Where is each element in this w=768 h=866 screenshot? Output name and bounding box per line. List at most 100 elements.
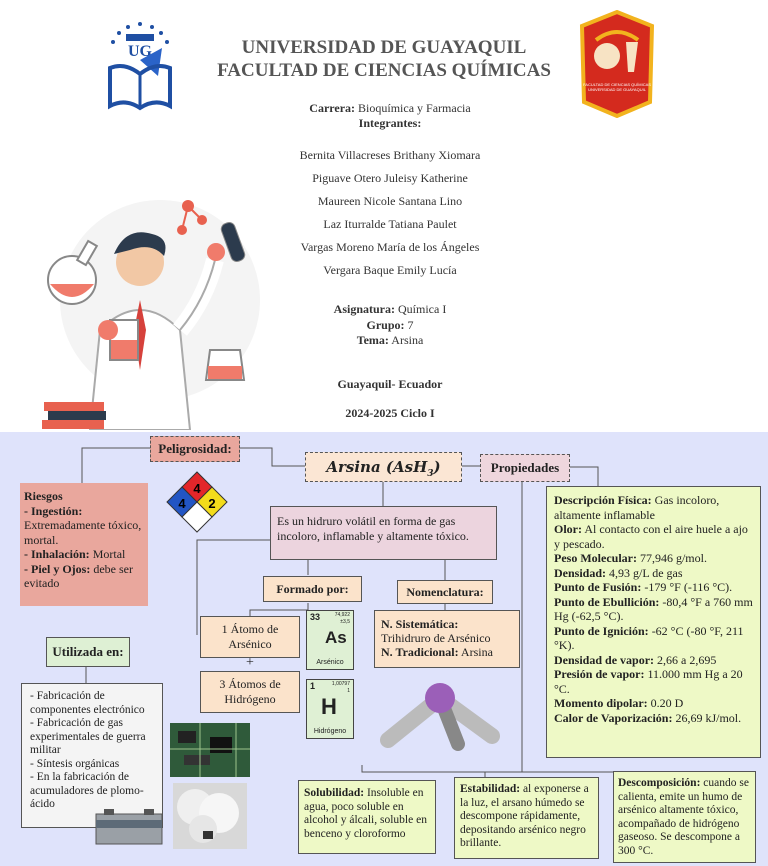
- subject-value: Química I: [398, 302, 447, 316]
- hydrogen-tile: 1 1,00797 1 H Hidrógeno: [306, 679, 354, 739]
- prop-label: Presión de vapor:: [554, 667, 645, 681]
- properties-box: Descripción Física: Gas incoloro, altame…: [546, 486, 761, 758]
- use-item: - Fabricación de gas experimentales de g…: [30, 717, 146, 756]
- prop-label: Olor:: [554, 522, 582, 536]
- as-mass: 74,922: [334, 612, 350, 618]
- career-line: Carrera: Bioquímica y Farmacia: [240, 101, 540, 115]
- prop-value: -179 °F (-116 °C).: [644, 580, 733, 594]
- nfpa-flammability: 4: [178, 496, 186, 511]
- prop-label: Descripción Física:: [554, 493, 652, 507]
- nomenclature-trad-value: Arsina: [460, 645, 493, 659]
- prop-value: 0.20 D: [650, 696, 684, 710]
- header-title: UNIVERSIDAD DE GUAYAQUIL FACULTAD DE CIE…: [160, 36, 608, 82]
- faculty-logo: FACULTAD DE CIENCIAS QUÍMICAS UNIVERSIDA…: [578, 10, 656, 118]
- scientist-illustration: [30, 190, 270, 430]
- solubility-label: Solubilidad:: [304, 787, 365, 799]
- decomposition-box: Descomposición: cuando se calienta, emit…: [613, 771, 756, 863]
- prop-item: Descripción Física: Gas incoloro, altame…: [554, 493, 753, 522]
- solubility-box: Solubilidad: Insoluble en agua, poco sol…: [298, 780, 436, 854]
- risks-box: Riesgos - Ingestión: Extremadamente tóxi…: [20, 483, 148, 606]
- h-symbol: H: [321, 694, 337, 719]
- prop-label: Calor de Vaporización:: [554, 710, 673, 725]
- career-label: Carrera:: [309, 101, 356, 115]
- risk-item: - Inhalación: Mortal: [24, 547, 144, 562]
- cover-section: UG UNIVERSIDAD DE GUAYAQUIL FACULTAD DE …: [0, 0, 768, 432]
- risk-value: Extremadamente tóxico, mortal.: [24, 518, 142, 547]
- prop-value: 11.000 mm Hg a 20 °C.: [554, 667, 743, 696]
- map-title: Arsina (AsH3): [305, 452, 462, 482]
- prop-value: Gas incoloro, altamente inflamable: [554, 493, 720, 522]
- stability-box: Estabilidad: al exponerse a la luz, el a…: [454, 777, 599, 859]
- h-mass: 1,00797: [331, 681, 350, 687]
- title-main: Arsina (AsH: [326, 458, 428, 476]
- properties-label: Propiedades: [480, 454, 570, 482]
- prop-item: Densidad de vapor: 2,66 a 2,695: [554, 653, 753, 668]
- topic-value: Arsina: [391, 333, 424, 347]
- prop-label: Peso Molecular:: [554, 551, 637, 565]
- prop-item: Olor: Al contacto con el aire huele a aj…: [554, 522, 753, 551]
- prop-label: Momento dipolar:: [554, 696, 648, 710]
- hazard-label: Peligrosidad:: [150, 436, 240, 462]
- place: Guayaquil- Ecuador: [337, 377, 443, 391]
- prop-item: Momento dipolar: 0.20 D: [554, 696, 753, 711]
- prop-item: Presión de vapor: 11.000 mm Hg a 20 °C.: [554, 667, 753, 696]
- member-3: Maureen Nicole Santana Lino: [317, 194, 463, 208]
- member-2: Piguave Otero Juleisy Katherine: [312, 171, 468, 185]
- h-name: Hidrógeno: [313, 728, 347, 735]
- prop-label: Punto de Fusión:: [554, 580, 642, 594]
- prop-item: Calor de Vaporización: 26,69 kJ/mol.: [554, 711, 753, 726]
- battery-image: [94, 806, 164, 846]
- topic-label: Tema:: [356, 333, 389, 347]
- risk-label: - Inhalación:: [24, 547, 90, 561]
- prop-item: Peso Molecular: 77,946 g/mol.: [554, 551, 753, 566]
- prop-value: 26,69 kJ/mol.: [675, 710, 742, 725]
- nomenclature-trad-label: N. Tradicional:: [381, 645, 459, 659]
- nfpa-diamond-icon: 4 4 2: [165, 470, 229, 534]
- prop-value: 2,66 a 2,695: [657, 652, 717, 667]
- career-value: Bioquímica y Farmacia: [358, 101, 471, 115]
- prop-label: Punto de Ebullición:: [554, 594, 660, 609]
- risk-label: - Ingestión:: [24, 503, 83, 518]
- stability-value: al exponerse a la luz, el arsano húmedo …: [460, 783, 589, 849]
- nomenclature-label: Nomenclatura:: [397, 580, 493, 604]
- circuit-board-image: [170, 723, 250, 777]
- risk-item: - Piel y Ojos: debe ser evitado: [24, 562, 144, 591]
- member-6: Vergara Baque Emily Lucía: [323, 263, 457, 277]
- arsenic-tile: 33 74,922 ±3,5 As Arsénico: [306, 610, 354, 670]
- title-close: ): [433, 458, 441, 476]
- prop-value: Al contacto con el aire huele a ajo y pe…: [554, 522, 748, 551]
- plus-sign: +: [246, 655, 254, 670]
- use-item: - Fabricación de componentes electrónico: [30, 690, 145, 716]
- title-sub: 3: [427, 469, 434, 479]
- members-label: Integrantes:: [358, 116, 422, 130]
- formed-label: Formado por:: [263, 576, 362, 602]
- stability-label: Estabilidad:: [460, 783, 521, 795]
- arsine-molecule-icon: [368, 678, 518, 758]
- as-symbol: As: [325, 628, 347, 647]
- nfpa-reactivity: 2: [208, 496, 215, 511]
- use-item: - En la fabricación de acumuladores de p…: [30, 771, 144, 810]
- nomenclature-sys-value: Trihidruro de Arsénico: [381, 631, 491, 645]
- solubility-value: Insoluble en agua, poco soluble en alcoh…: [304, 787, 427, 840]
- nfpa-health: 4: [193, 481, 201, 496]
- university-logo: UG: [100, 18, 180, 114]
- period: 2024-2025 Ciclo I: [345, 406, 435, 420]
- as-ox: ±3,5: [340, 619, 350, 625]
- as-number: 33: [310, 612, 321, 622]
- prop-item: Punto de Fusión: -179 °F (-116 °C).: [554, 580, 753, 595]
- formed-atom-2: 3 Átomos de Hidrógeno: [200, 671, 300, 713]
- risk-value: debe ser evitado: [24, 561, 133, 591]
- use-item: - Síntesis orgánicas: [30, 757, 120, 770]
- risk-item: - Ingestión: Extremadamente tóxico, mort…: [24, 504, 144, 548]
- member-4: Laz Iturralde Tatiana Paulet: [323, 217, 457, 231]
- member-5: Vargas Moreno María de los Ángeles: [300, 240, 480, 254]
- as-name: Arsénico: [316, 659, 344, 666]
- prop-value: 77,946 g/mol.: [639, 551, 707, 565]
- prop-label: Punto de Ignición:: [554, 623, 649, 638]
- definition-box: Es un hidruro volátil en forma de gas in…: [270, 506, 497, 560]
- formed-atom-1: 1 Átomo de Arsénico: [200, 616, 300, 658]
- h-ox: 1: [347, 688, 350, 694]
- used-label: Utilizada en:: [46, 637, 130, 667]
- prop-value: -80,4 °F a 760 mm Hg (-62,5 °C).: [554, 594, 753, 624]
- prop-item: Densidad: 4,93 g/L de gas: [554, 566, 753, 581]
